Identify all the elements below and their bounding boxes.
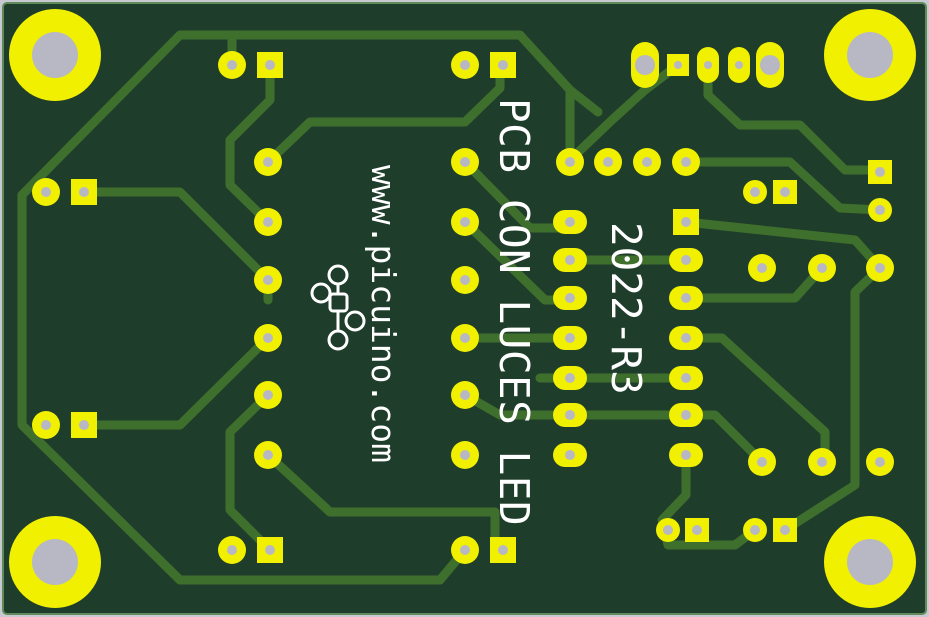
trace	[681, 333, 830, 467]
pad-drill	[565, 255, 575, 265]
pad-drill	[498, 545, 508, 555]
trace	[703, 60, 885, 175]
pad-drill	[875, 263, 885, 273]
mounting-holes	[9, 9, 916, 608]
pad-drill	[692, 525, 702, 535]
pad-drill	[780, 187, 790, 197]
trace	[681, 157, 885, 215]
pad-drill	[265, 545, 275, 555]
trace	[263, 60, 505, 167]
silkscreen: PCB CON LUCES LED 2022-R3 www.picuino.co…	[310, 98, 650, 526]
pad-drill	[460, 333, 470, 343]
board-revision-label: 2022-R3	[602, 222, 650, 395]
pad-drill	[227, 545, 237, 555]
board-title-label: PCB CON LUCES LED	[490, 98, 538, 526]
pad-drill	[565, 157, 575, 167]
mounting-hole-drill	[32, 32, 78, 78]
pad-drill	[681, 450, 691, 460]
pad-drill	[263, 450, 273, 460]
website-label: www.picuino.com	[364, 165, 403, 463]
pad-drill	[41, 187, 51, 197]
pad-drill	[760, 55, 780, 75]
trace	[780, 263, 885, 535]
pad-drill	[875, 457, 885, 467]
pad-drill	[750, 525, 760, 535]
trace	[225, 390, 275, 555]
pad-drill	[460, 275, 470, 285]
trace	[565, 60, 683, 165]
pad-drill	[681, 255, 691, 265]
pad-drill	[565, 450, 575, 460]
pad-drill	[735, 61, 743, 69]
pad-drill	[565, 410, 575, 420]
trace	[263, 450, 500, 555]
pad-drill	[263, 333, 273, 343]
pad-drill	[681, 217, 691, 227]
pad-drill	[263, 390, 273, 400]
trace	[80, 333, 273, 430]
pad-drill	[780, 525, 790, 535]
pad-drill	[79, 187, 89, 197]
pad-drill	[681, 293, 691, 303]
pad-drill	[565, 293, 575, 303]
pad-drill	[603, 157, 613, 167]
pad-drill	[460, 217, 470, 227]
mounting-hole-drill	[847, 539, 893, 585]
pad-drill	[565, 333, 575, 343]
pad-drill	[460, 390, 470, 400]
trace	[17, 30, 575, 200]
pad-drill	[227, 60, 237, 70]
pad-drill	[565, 217, 575, 227]
pad-drill	[460, 60, 470, 70]
pad-drill	[460, 157, 470, 167]
trace	[17, 190, 470, 585]
pad-drill	[875, 167, 885, 177]
pad-drill	[757, 263, 767, 273]
pad-drill	[565, 373, 575, 383]
pad-drill	[875, 205, 885, 215]
pad-drill	[263, 217, 273, 227]
pad-drill	[663, 525, 673, 535]
mounting-hole-drill	[32, 539, 78, 585]
pad-drill	[674, 61, 682, 69]
pad-drill	[460, 450, 470, 460]
pad-drill	[263, 275, 273, 285]
pad-drill	[750, 187, 760, 197]
component-pads	[32, 42, 894, 564]
mounting-hole-drill	[847, 32, 893, 78]
trace	[225, 60, 275, 227]
pad-drill	[681, 373, 691, 383]
picuino-logo-icon	[310, 264, 366, 351]
pad-drill	[817, 263, 827, 273]
pad-drill	[757, 457, 767, 467]
pad-drill	[498, 60, 508, 70]
pad-drill	[265, 60, 275, 70]
pad-drill	[41, 420, 51, 430]
pad-drill	[635, 55, 655, 75]
trace	[565, 85, 603, 117]
pad-drill	[79, 420, 89, 430]
pad-drill	[681, 333, 691, 343]
pad-drill	[460, 545, 470, 555]
pad-drill	[704, 61, 712, 69]
pad-drill	[263, 157, 273, 167]
pad-drill	[642, 157, 652, 167]
pad-drill	[817, 457, 827, 467]
pad-drill	[681, 157, 691, 167]
pad-drill	[681, 410, 691, 420]
